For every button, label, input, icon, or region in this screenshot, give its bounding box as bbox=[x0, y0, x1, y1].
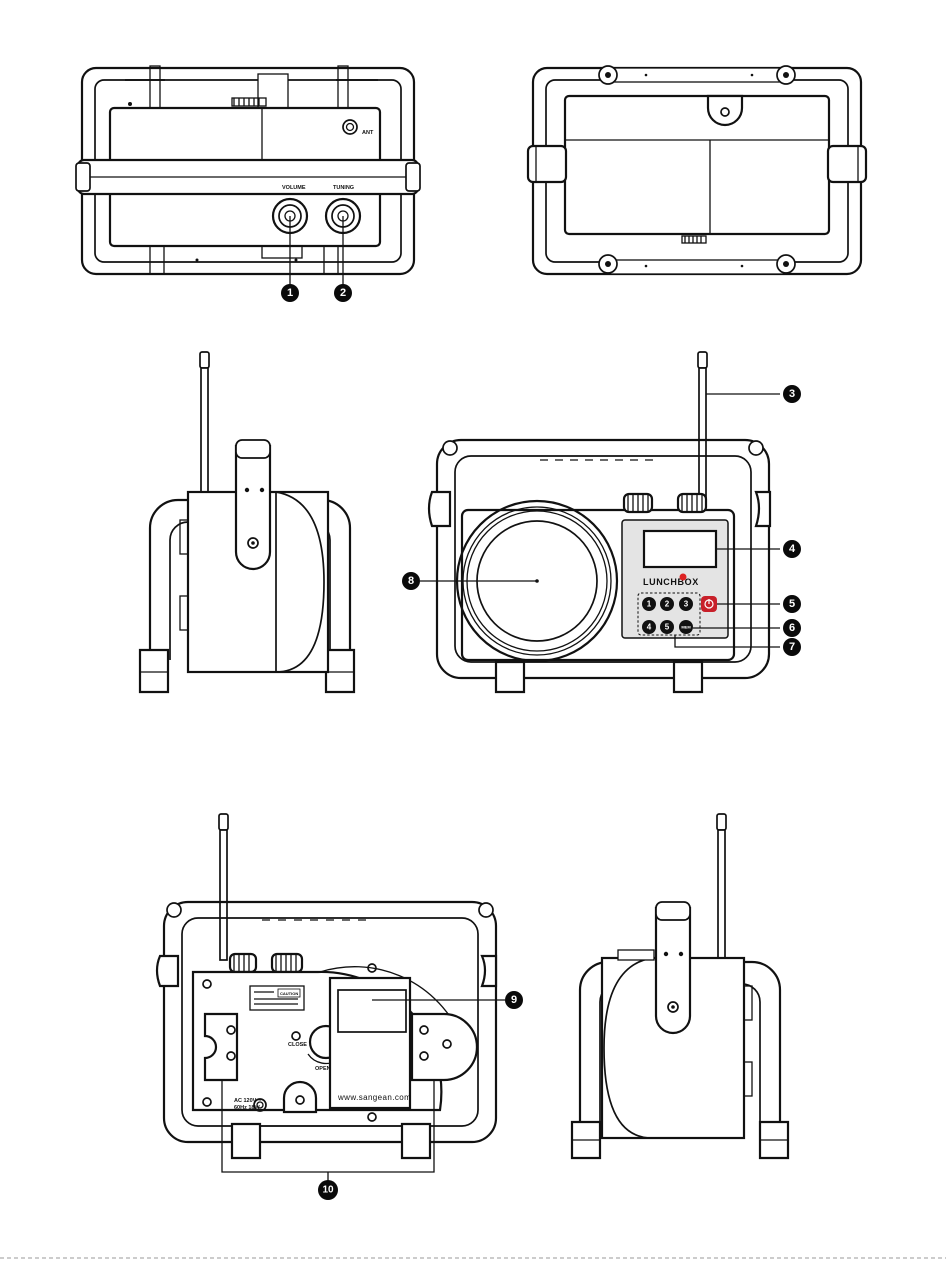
callout-9: 9 bbox=[505, 991, 523, 1009]
callout-4-label: 4 bbox=[789, 543, 796, 555]
power-button[interactable] bbox=[701, 596, 717, 612]
left-side-view bbox=[140, 352, 354, 692]
preset-button-5-label: 5 bbox=[665, 623, 670, 632]
callout-10-label: 10 bbox=[322, 1185, 334, 1196]
website-label: www.sangean.com bbox=[337, 1093, 411, 1102]
callout-5: 5 bbox=[783, 595, 801, 613]
ac-rating-line1: AC 120V ~ bbox=[234, 1098, 261, 1104]
brand-logo: LUNCHBOX bbox=[643, 577, 699, 587]
callout-4: 4 bbox=[783, 540, 801, 558]
volume-label: VOLUME bbox=[282, 185, 306, 191]
preset-button-5[interactable]: 5 bbox=[660, 620, 674, 634]
callout-7-label: 7 bbox=[789, 641, 795, 653]
ant-label: ANT bbox=[362, 130, 374, 136]
callout-3: 3 bbox=[783, 385, 801, 403]
ac-rating-line2: 60Hz 18W bbox=[234, 1105, 260, 1111]
callout-6-label: 6 bbox=[789, 622, 795, 634]
preset-button-4[interactable]: 4 bbox=[642, 620, 656, 634]
callout-1: 1 bbox=[281, 284, 299, 302]
mem-button[interactable]: MEM bbox=[679, 620, 693, 634]
right-side-view bbox=[572, 814, 788, 1158]
front-view: LUNCHBOX 1 2 3 4 5 MEM bbox=[420, 352, 780, 692]
callout-8: 8 bbox=[402, 572, 420, 590]
preset-button-1[interactable]: 1 bbox=[642, 597, 656, 611]
preset-button-3[interactable]: 3 bbox=[679, 597, 693, 611]
preset-button-2[interactable]: 2 bbox=[660, 597, 674, 611]
close-label: CLOSE bbox=[288, 1042, 307, 1048]
bottom-view bbox=[528, 66, 866, 274]
mem-button-label: MEM bbox=[681, 625, 691, 630]
back-view: CAUTION CLOSE OPEN AC 120V ~ 60Hz 18W ww… bbox=[157, 814, 505, 1182]
callout-8-label: 8 bbox=[408, 575, 414, 587]
open-label: OPEN bbox=[315, 1066, 331, 1072]
callout-7: 7 bbox=[783, 638, 801, 656]
preset-button-3-label: 3 bbox=[684, 600, 689, 609]
caution-label: CAUTION bbox=[280, 991, 298, 996]
callout-3-label: 3 bbox=[789, 388, 795, 400]
preset-button-1-label: 1 bbox=[647, 600, 652, 609]
callout-6: 6 bbox=[783, 619, 801, 637]
callout-5-label: 5 bbox=[789, 598, 795, 610]
preset-button-2-label: 2 bbox=[665, 600, 670, 609]
callout-10: 10 bbox=[318, 1180, 338, 1200]
top-view: VOLUME TUNING ANT bbox=[76, 66, 420, 286]
callout-2: 2 bbox=[334, 284, 352, 302]
callout-1-label: 1 bbox=[287, 287, 293, 299]
preset-button-4-label: 4 bbox=[647, 623, 652, 632]
callout-2-label: 2 bbox=[340, 287, 346, 299]
callout-9-label: 9 bbox=[511, 994, 517, 1006]
tuning-label: TUNING bbox=[333, 185, 354, 191]
